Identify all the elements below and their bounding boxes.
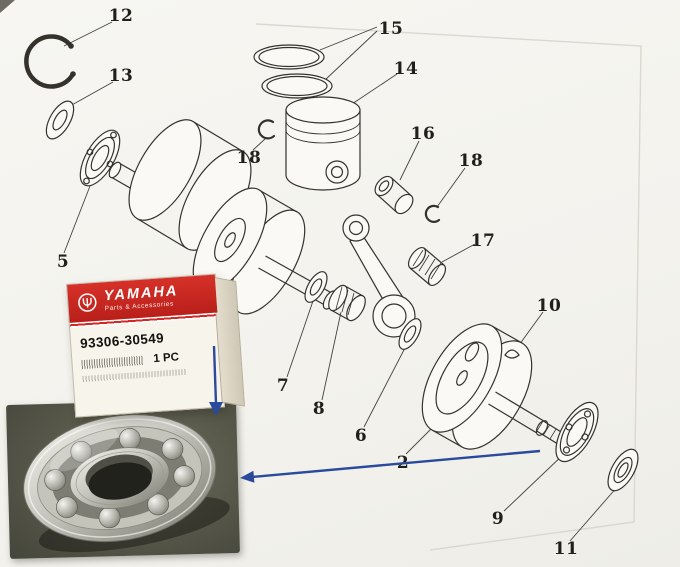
bearing-photo bbox=[6, 399, 240, 559]
callout-6: 6 bbox=[354, 426, 368, 446]
caged-bearing-8-drawing bbox=[328, 284, 366, 322]
callout-5: 5 bbox=[56, 252, 70, 272]
washer-6-drawing bbox=[398, 318, 422, 350]
circlip-18-left-drawing bbox=[257, 119, 276, 140]
callout-14: 14 bbox=[393, 59, 419, 79]
parts-box-photo: YAMAHA Parts & Accessories 93306-30549 1… bbox=[66, 273, 245, 418]
right-crank-web-drawing bbox=[421, 323, 572, 450]
piston-pin-16-drawing bbox=[374, 175, 414, 215]
callout-13: 13 bbox=[108, 66, 134, 86]
callout-18-left: 18 bbox=[236, 148, 262, 168]
label-fineprint-2 bbox=[82, 368, 187, 383]
parts-box-label: 93306-30549 1 PC bbox=[70, 317, 222, 387]
connecting-rod-drawing bbox=[342, 214, 416, 338]
left-crank-web-drawing bbox=[108, 119, 338, 315]
photo-corner-mark bbox=[0, 0, 15, 13]
bearing-9-drawing bbox=[555, 401, 599, 463]
piston-rings-15-drawing bbox=[253, 44, 333, 99]
page-edge-lines bbox=[255, 23, 642, 551]
circlip-18-right-drawing bbox=[424, 204, 441, 223]
callout-7: 7 bbox=[276, 376, 290, 396]
label-fineprint bbox=[81, 355, 144, 369]
seal-11-drawing bbox=[607, 448, 639, 492]
needle-bearing-17-drawing bbox=[407, 246, 447, 287]
callout-11: 11 bbox=[553, 539, 579, 559]
circlip-12-drawing bbox=[24, 34, 76, 89]
callout-15: 15 bbox=[378, 19, 404, 39]
callout-8: 8 bbox=[312, 399, 326, 419]
bearing-photo-art bbox=[23, 414, 230, 553]
washer-7-drawing bbox=[304, 271, 328, 303]
callout-2: 2 bbox=[396, 453, 410, 473]
yamaha-tuning-fork-logo-icon bbox=[78, 293, 97, 312]
callout-9: 9 bbox=[491, 509, 505, 529]
callout-16: 16 bbox=[410, 124, 436, 144]
woodruff-key-10-drawing bbox=[504, 349, 520, 359]
callout-10: 10 bbox=[536, 296, 562, 316]
callout-17: 17 bbox=[470, 231, 496, 251]
piston-14-drawing bbox=[285, 96, 361, 191]
part-number: 93306-30549 bbox=[79, 330, 165, 352]
washer-13-drawing bbox=[45, 100, 75, 140]
callout-12: 12 bbox=[108, 6, 134, 26]
bearing-5-drawing bbox=[79, 129, 121, 187]
quantity: 1 PC bbox=[153, 351, 180, 366]
callout-18-right: 18 bbox=[458, 151, 484, 171]
parts-box-brand-band: YAMAHA Parts & Accessories bbox=[67, 274, 218, 323]
